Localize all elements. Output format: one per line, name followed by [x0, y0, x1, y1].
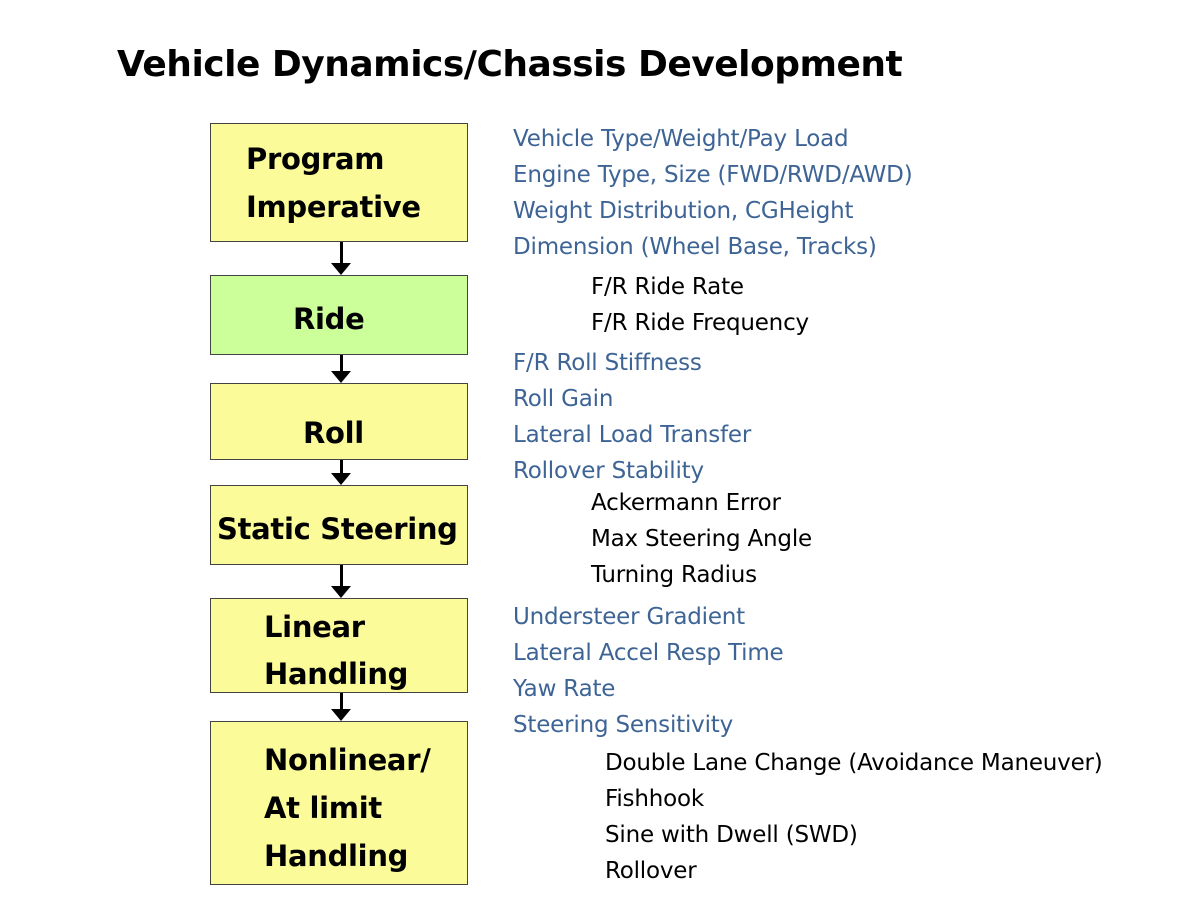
stage-label: Program: [246, 142, 385, 176]
down-arrow-icon: [331, 460, 351, 485]
parameter-item: Lateral Load Transfer: [513, 422, 752, 448]
stage-label: Nonlinear/: [264, 743, 431, 777]
parameter-item: F/R Ride Frequency: [591, 310, 809, 336]
stage-nonlinear-handling: Nonlinear/ At limit Handling: [210, 721, 468, 885]
parameter-item: Turning Radius: [591, 562, 757, 588]
stage-label: Imperative: [246, 190, 421, 224]
stage-label: Ride: [293, 302, 365, 336]
stage-program-imperative: Program Imperative: [210, 123, 468, 242]
parameter-item: Sine with Dwell (SWD): [605, 822, 858, 848]
parameter-item: Rollover: [605, 858, 697, 884]
stage-label: Roll: [303, 416, 364, 450]
down-arrow-icon: [331, 565, 351, 598]
parameter-item: Fishhook: [605, 786, 704, 812]
stage-label: At limit: [264, 791, 382, 825]
stage-ride: Ride: [210, 275, 468, 355]
parameter-item: Dimension (Wheel Base, Tracks): [513, 234, 877, 260]
down-arrow-icon: [331, 693, 351, 721]
stage-label: Handling: [264, 839, 409, 873]
parameter-item: Max Steering Angle: [591, 526, 812, 552]
parameter-item: Understeer Gradient: [513, 604, 745, 630]
parameter-item: F/R Ride Rate: [591, 274, 744, 300]
parameter-item: Engine Type, Size (FWD/RWD/AWD): [513, 162, 913, 188]
parameter-item: Double Lane Change (Avoidance Maneuver): [605, 750, 1103, 776]
down-arrow-icon: [331, 242, 351, 275]
stage-static-steering: Static Steering: [210, 485, 468, 565]
stage-roll: Roll: [210, 383, 468, 460]
stage-linear-handling: Linear Handling: [210, 598, 468, 693]
stage-label: Handling: [264, 657, 409, 691]
parameter-item: F/R Roll Stiffness: [513, 350, 702, 376]
parameter-item: Steering Sensitivity: [513, 712, 733, 738]
parameter-item: Vehicle Type/Weight/Pay Load: [513, 126, 849, 152]
down-arrow-icon: [331, 355, 351, 383]
parameter-item: Roll Gain: [513, 386, 614, 412]
stage-label: Static Steering: [217, 512, 458, 546]
parameter-item: Lateral Accel Resp Time: [513, 640, 784, 666]
parameter-item: Rollover Stability: [513, 458, 704, 484]
parameter-item: Yaw Rate: [513, 676, 616, 702]
stage-label: Linear: [264, 610, 365, 644]
parameter-item: Ackermann Error: [591, 490, 781, 516]
page-title: Vehicle Dynamics/Chassis Development: [117, 44, 903, 85]
parameter-item: Weight Distribution, CGHeight: [513, 198, 854, 224]
